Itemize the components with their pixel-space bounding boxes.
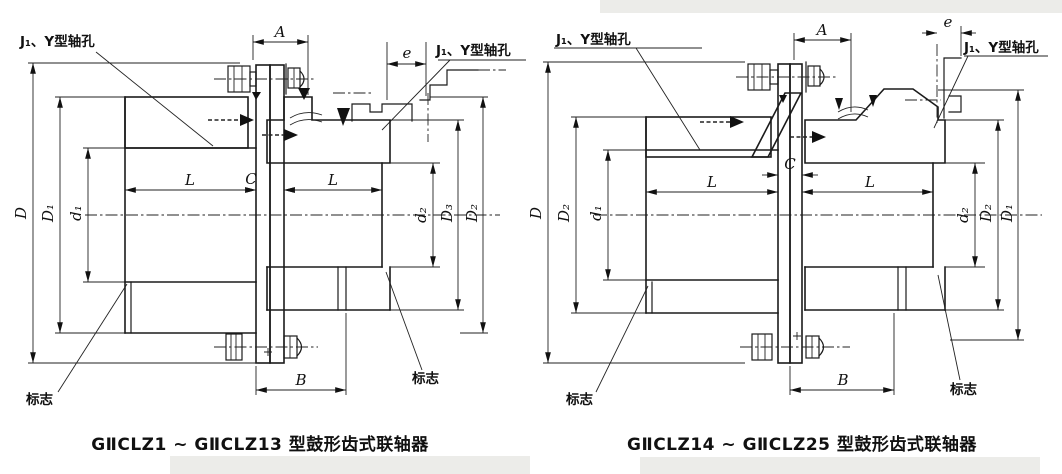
dim-label-C: C [784, 155, 796, 173]
mark-label-right: 标志 [949, 381, 978, 398]
leader-mark-left: 标志 [565, 285, 649, 408]
dim-label-B: B [836, 371, 848, 389]
leader-shaft-hole-left: J₁、Y型轴孔 [19, 33, 214, 147]
diagram-clz14-25: A e D D₂ d₁ d₂ [527, 13, 1048, 408]
mark-label-left: 标志 [565, 391, 594, 408]
dim-label-B: B [294, 371, 306, 389]
lube-arrows [208, 114, 298, 141]
shaft-hole-label-left: J₁、Y型轴孔 [555, 31, 631, 48]
dim-label-D2: D₂ [463, 204, 481, 223]
dim-label-L-left: L [706, 173, 717, 191]
dimension-d1: d₁ [587, 149, 646, 281]
dimension-D: D [12, 62, 258, 364]
dim-label-D2-right: D₂ [977, 204, 995, 223]
leader-mark-left: 标志 [25, 283, 128, 408]
dim-label-L-right: L [327, 171, 338, 189]
shaft-hole-label-right: J₁、Y型轴孔 [963, 39, 1039, 56]
scan-shade-left-caption [170, 456, 530, 474]
flange-and-bolts [736, 61, 850, 364]
leader-shaft-hole-right: J₁、Y型轴孔 [933, 39, 1048, 129]
dim-label-D: D [527, 207, 545, 220]
dimension-L-left: L [646, 173, 778, 195]
flange-and-bolts [214, 63, 318, 364]
right-hub-section [804, 88, 946, 311]
dimension-D2-right: D₂ [945, 119, 1004, 311]
right-hub-section [266, 88, 391, 311]
caption-clz14-25: GⅡCLZ14 ~ GⅡCLZ25 型鼓形齿式联轴器 [627, 435, 977, 455]
mark-label-left: 标志 [25, 391, 53, 408]
mark-label-right: 标志 [411, 370, 439, 387]
diagram-clz1-13: A e D D₁ d₁ d₂ D₃ [12, 23, 526, 408]
dim-label-D1: D₁ [39, 204, 57, 223]
cone-web [750, 92, 803, 158]
shaft-end-phantom-left-diagram [333, 69, 506, 142]
shaft-hole-label-right: J₁、Y型轴孔 [435, 42, 511, 59]
leader-shaft-hole-left: J₁、Y型轴孔 [554, 31, 702, 151]
leader-shaft-hole-right: J₁、Y型轴孔 [381, 42, 526, 131]
dim-label-L-right: L [864, 173, 875, 191]
dimension-D3: D₃ [390, 119, 464, 311]
dimension-D1: D₁ [39, 96, 125, 334]
dimension-A: A [793, 21, 852, 112]
cone-hub [804, 88, 946, 164]
dimension-B: B [255, 313, 347, 395]
dimension-d1: d₁ [67, 147, 125, 283]
dimension-e: e [386, 42, 427, 100]
dim-label-D3: D₃ [438, 204, 456, 223]
dimension-A: A [252, 23, 309, 95]
plus-mark [264, 348, 272, 356]
dim-label-A: A [815, 21, 828, 39]
dim-label-C: C [245, 170, 257, 188]
dimension-d2: d₂ [945, 162, 985, 268]
caption-clz1-13: GⅡCLZ1 ~ GⅡCLZ13 型鼓形齿式联轴器 [91, 435, 429, 455]
leader-mark-right: 标志 [937, 274, 978, 398]
dim-label-A: A [273, 23, 286, 41]
dimension-L-right: L [284, 171, 382, 193]
dimension-L-left: L [125, 171, 256, 193]
shaft-hole-label-left: J₁、Y型轴孔 [19, 33, 95, 50]
plus-mark [793, 332, 801, 340]
dim-label-e: e [944, 13, 953, 31]
shaft-end-phantom-right-diagram [905, 44, 962, 126]
dimension-D2-right: D₂ [430, 96, 488, 334]
gear-tooth-mesh [289, 112, 323, 126]
gear-tooth-mesh [837, 106, 869, 120]
dim-label-D: D [12, 207, 30, 220]
dimension-e: e [922, 13, 976, 56]
dim-label-D2-left: D₂ [555, 204, 573, 223]
dim-label-d1: d₁ [67, 205, 85, 221]
leader-mark-right: 标志 [385, 271, 439, 387]
dimension-B: B [789, 313, 895, 395]
lube-arrows [700, 116, 826, 143]
dimension-C: C [762, 155, 818, 178]
dim-label-e: e [403, 44, 412, 62]
dimension-D2-left: D₂ [555, 116, 646, 314]
dim-label-D1: D₁ [998, 204, 1016, 223]
dimension-D: D [527, 61, 745, 364]
scan-shade-right-caption [640, 457, 1040, 474]
dim-label-d2: d₂ [412, 207, 430, 223]
dimension-L-right: L [802, 173, 933, 195]
dim-label-d1: d₁ [587, 205, 605, 221]
scan-shade-top [600, 0, 1062, 13]
dim-label-L-left: L [184, 171, 195, 189]
dimension-d2: d₂ [390, 162, 440, 268]
dim-label-d2: d₂ [954, 207, 972, 223]
